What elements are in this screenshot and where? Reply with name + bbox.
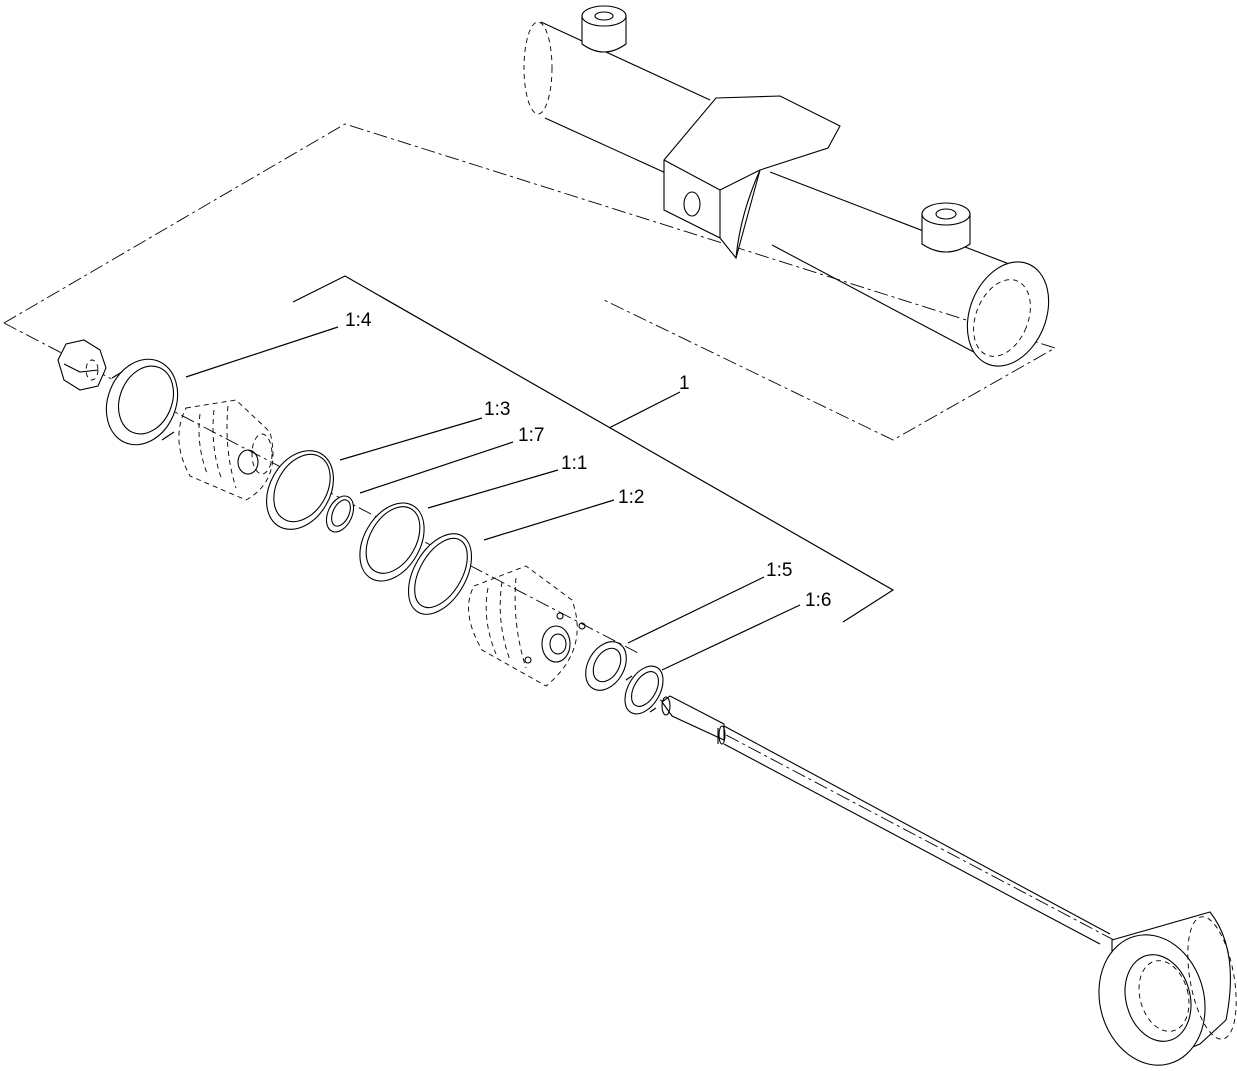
- part-1-4-ring: [105, 358, 179, 446]
- gland-body: [178, 399, 274, 501]
- piston-nut: [57, 339, 107, 391]
- cylinder-barrel: [523, 5, 1050, 367]
- label-1-5: 1:5: [766, 560, 792, 581]
- part-1-7-oring: [325, 495, 355, 533]
- label-1-3: 1:3: [484, 399, 510, 420]
- piston-rod: [661, 695, 1111, 945]
- part-1-2-ring: [407, 533, 473, 615]
- label-assembly-1: 1: [679, 373, 690, 394]
- leader-lines: [185, 326, 801, 671]
- piston-body: [468, 565, 586, 687]
- part-1-1-seal: [359, 502, 425, 582]
- label-1-7: 1:7: [518, 425, 544, 446]
- label-1-1: 1:1: [561, 453, 587, 474]
- label-1-4: 1:4: [345, 310, 372, 331]
- center-axis-lines: [3, 123, 1181, 976]
- callout-labels: 1:4 1:3 1:7 1:1 1:2 1:5 1:6 1: [345, 310, 831, 611]
- label-1-6: 1:6: [805, 590, 831, 611]
- part-1-3-ring: [266, 450, 334, 530]
- part-1-6-seal: [624, 665, 664, 715]
- label-1-2: 1:2: [618, 487, 644, 508]
- assembly-bracket: [292, 275, 895, 623]
- part-1-5-ring: [585, 641, 627, 691]
- rod-eye: [1098, 911, 1237, 1066]
